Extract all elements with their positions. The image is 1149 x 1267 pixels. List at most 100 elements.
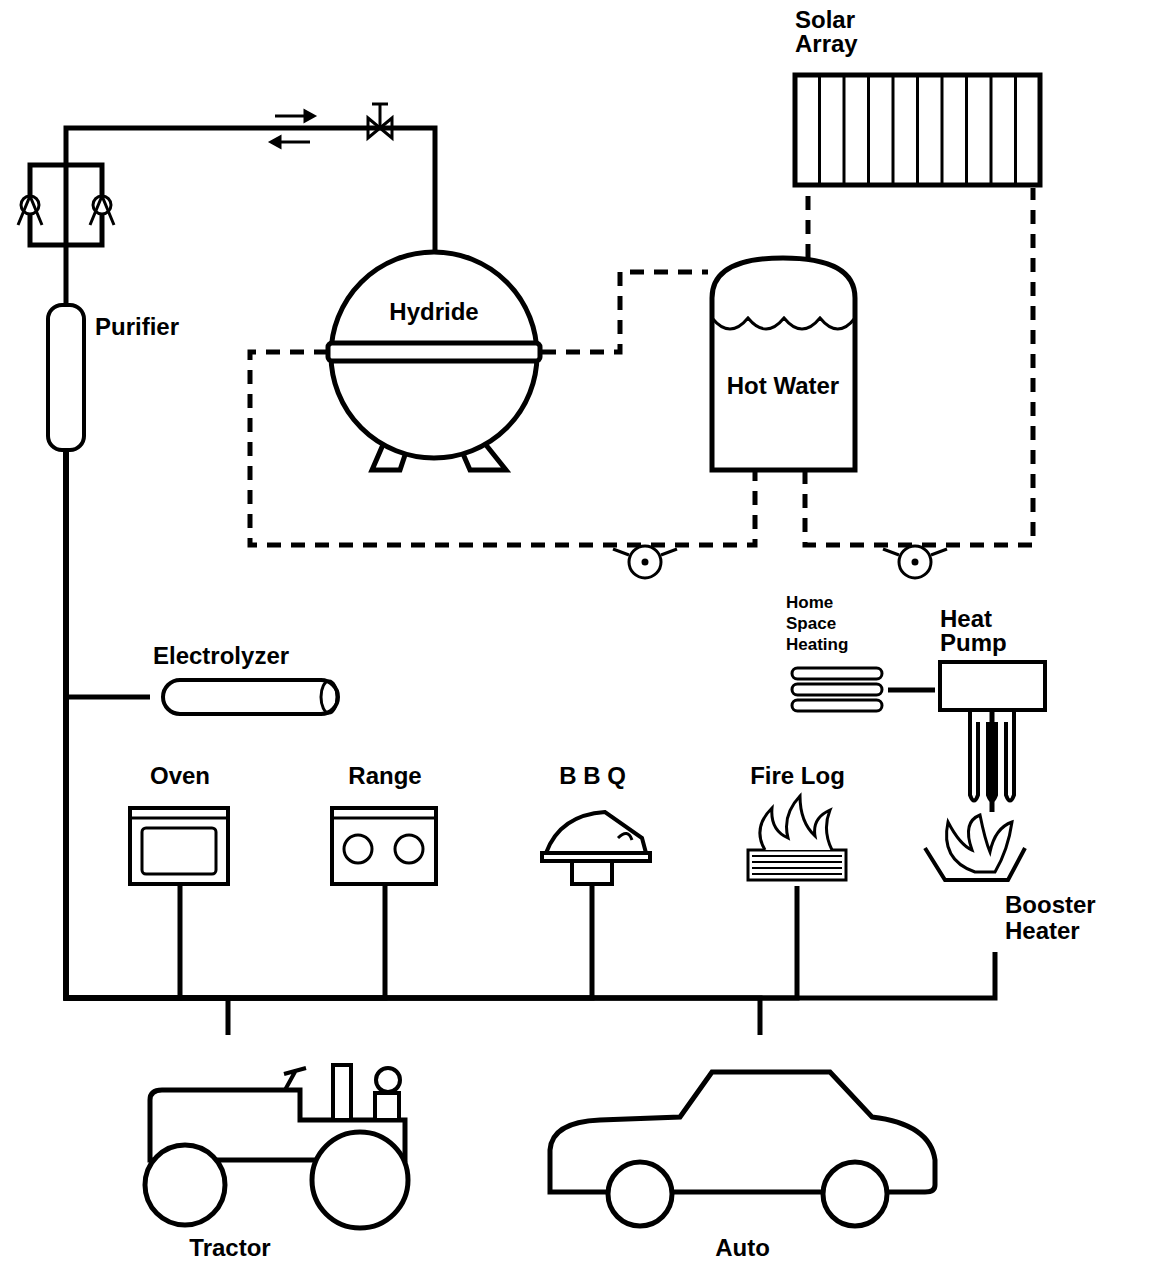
tractor-icon xyxy=(130,1035,330,1263)
front-wheel xyxy=(145,1145,225,1225)
panel-cell-line xyxy=(818,75,821,185)
water-line xyxy=(542,272,708,352)
panel-cell-line xyxy=(843,75,846,185)
icon-group xyxy=(48,305,84,450)
node-label: Auto xyxy=(545,1235,940,1261)
node-label: Fire Log xyxy=(720,762,875,790)
flame xyxy=(760,796,832,850)
node-label: Electrolyzer xyxy=(153,642,348,670)
fire-log: Fire Log xyxy=(720,760,877,886)
control-strip xyxy=(332,817,436,820)
auto: Auto xyxy=(545,1035,942,1263)
burner-flame xyxy=(947,815,1012,872)
hydride-tank-icon xyxy=(328,250,540,470)
radiator-tube xyxy=(792,700,882,711)
pump-outlet xyxy=(883,549,947,555)
tractor: Tractor xyxy=(130,1035,332,1263)
barbecue: B B Q xyxy=(530,760,657,886)
hydrogen-line xyxy=(66,450,228,1035)
node-label: Home Space Heating xyxy=(786,592,886,655)
check-valve-symbol xyxy=(18,196,42,225)
valve-handle xyxy=(372,103,388,106)
hydride-tank: Hydride xyxy=(328,250,542,470)
cylinder-end xyxy=(321,681,337,713)
hot-water-tank: Hot Water xyxy=(708,258,860,470)
icon-group xyxy=(925,815,1025,880)
pumps xyxy=(613,546,947,578)
node-label: Oven xyxy=(125,762,235,790)
range-body xyxy=(332,808,436,884)
flow-arrow xyxy=(275,115,305,118)
log-grain xyxy=(752,861,842,863)
pump-hub xyxy=(913,560,917,564)
hydrogen-line xyxy=(66,450,797,998)
icon-group xyxy=(332,808,436,884)
hydrogen-line xyxy=(66,450,995,998)
pump-hub xyxy=(643,560,647,564)
node-label: Tractor xyxy=(130,1235,330,1261)
node-label: Hydride xyxy=(328,298,540,326)
arrow-head xyxy=(305,111,314,121)
panel-cell-line xyxy=(990,75,993,185)
radiator-tube xyxy=(792,684,882,695)
panel-cell-line xyxy=(965,75,968,185)
dashed-loops xyxy=(250,188,1033,545)
icon-group xyxy=(145,1065,408,1228)
hydrogen-line xyxy=(66,450,592,998)
gate-valve xyxy=(368,104,392,138)
grill-stand xyxy=(572,860,612,884)
tractor-seat xyxy=(333,1065,351,1120)
arrow-head xyxy=(271,137,280,147)
solar-panel xyxy=(795,75,1040,185)
node-label: Heat Pump xyxy=(940,607,1048,655)
control-strip xyxy=(130,817,228,820)
icon-group xyxy=(130,808,228,884)
steering-wheel xyxy=(284,1068,306,1090)
burner-basin xyxy=(925,848,1025,880)
radiator-tube xyxy=(792,668,882,679)
node-label: Booster Heater xyxy=(1005,892,1140,944)
oven-door xyxy=(142,828,216,874)
hydrogen-line xyxy=(66,450,180,998)
icon-group xyxy=(550,1072,935,1226)
purifier: Purifier xyxy=(45,305,225,450)
hydrogen-line xyxy=(990,710,995,812)
water-surface xyxy=(712,318,855,329)
hydrogen-line xyxy=(66,450,760,1035)
panel-cell-line xyxy=(1014,75,1017,185)
grill-lid xyxy=(546,812,646,853)
purifier-cylinder xyxy=(48,305,84,450)
oven-body xyxy=(130,808,228,884)
check-valve-symbol xyxy=(90,196,114,225)
panel-cell-line xyxy=(941,75,944,185)
node-label: Purifier xyxy=(95,313,220,341)
range: Range xyxy=(325,760,447,886)
icon-group xyxy=(542,812,650,884)
rear-wheel xyxy=(312,1132,408,1228)
log-grain xyxy=(752,855,842,857)
heat-pump: Heat Pump xyxy=(935,607,1050,710)
icon-group xyxy=(795,75,1040,185)
flow-arrow xyxy=(280,141,310,144)
tank-flange xyxy=(328,343,540,361)
driver-body xyxy=(375,1093,399,1120)
hot-water-tank-icon xyxy=(708,258,858,470)
heat-pump-unit xyxy=(940,662,1045,710)
oven: Oven xyxy=(125,760,237,886)
node-label: Hot Water xyxy=(708,371,858,401)
hydrogen-line xyxy=(888,688,935,693)
hydrogen-line xyxy=(66,450,385,998)
auto-icon xyxy=(545,1035,940,1263)
node-label: Solar Array xyxy=(795,8,885,56)
pump-outlet xyxy=(613,549,677,555)
icon-group xyxy=(163,680,338,714)
lid-handle xyxy=(618,833,632,840)
node-label: Range xyxy=(325,762,445,790)
home-space-heating: Home Space Heating xyxy=(783,592,888,720)
solar-array: Solar Array xyxy=(790,8,1045,188)
icon-group xyxy=(792,668,882,711)
icon-group xyxy=(712,258,855,470)
booster-heater: Booster Heater xyxy=(918,812,1143,952)
pump-symbol xyxy=(899,546,931,578)
log-grain xyxy=(752,873,842,875)
